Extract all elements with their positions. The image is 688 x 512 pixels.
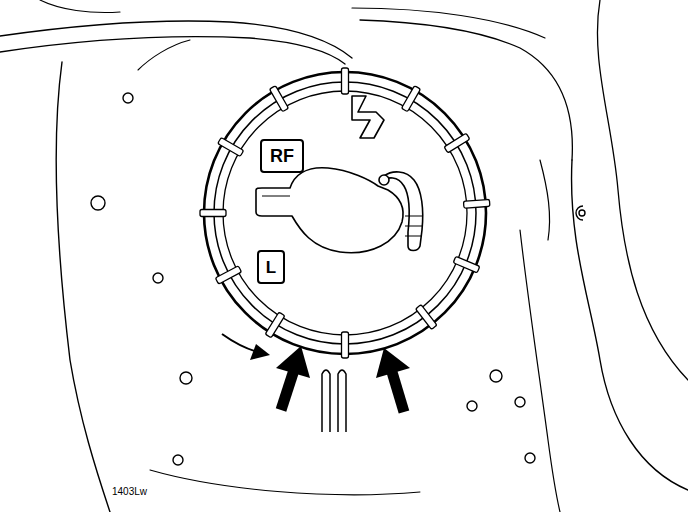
- spanner-tool: [322, 370, 346, 432]
- location-mark-box: RF: [260, 139, 304, 173]
- node-label: L: [266, 259, 276, 276]
- figure-number: 1403Lw: [112, 486, 147, 497]
- removal-arrows: [222, 334, 410, 412]
- node-label: RF: [270, 147, 294, 165]
- location-mark-box: L: [257, 250, 285, 284]
- pump-flange: [256, 96, 423, 253]
- ring-tabs: [200, 68, 490, 358]
- locking-ring: [204, 72, 486, 354]
